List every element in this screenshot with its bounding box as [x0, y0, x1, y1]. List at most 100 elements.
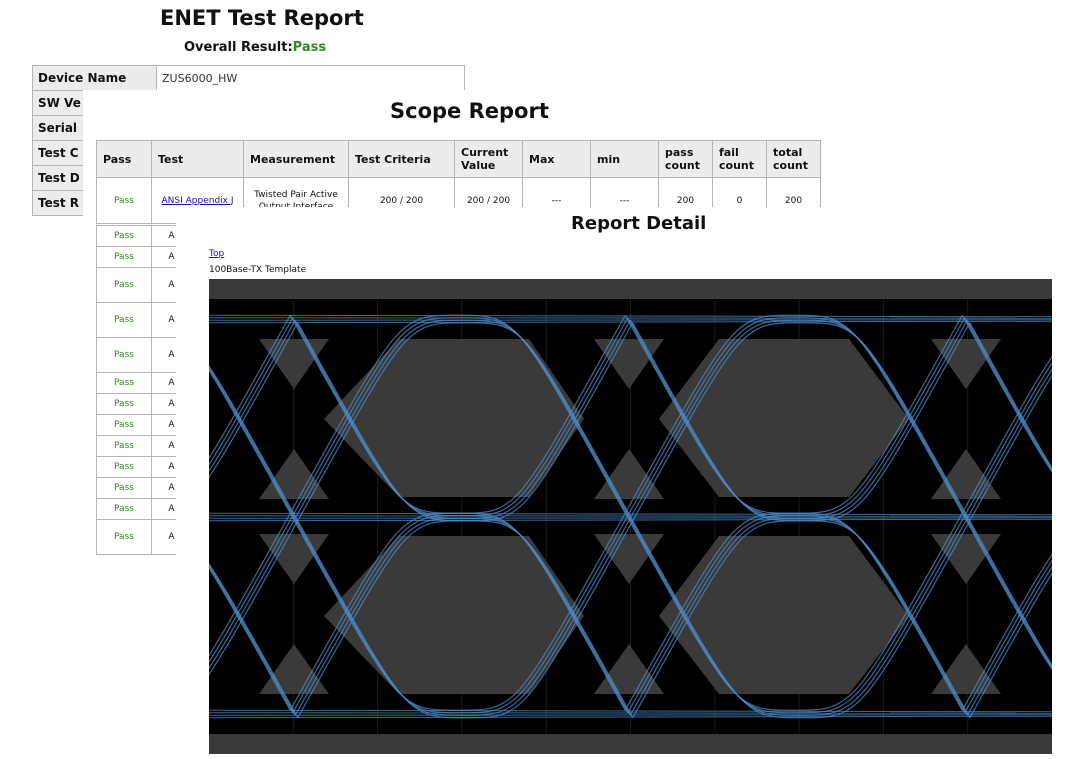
trace-line [292, 515, 629, 714]
pass-cell: Pass [96, 372, 152, 394]
trace-line [966, 566, 1052, 716]
column-header: Pass [96, 140, 152, 178]
pass-cell: Pass [96, 519, 152, 555]
trace-line [629, 517, 968, 716]
trace-line [966, 319, 1052, 471]
trace-line [966, 517, 1052, 668]
mask-hexagon [324, 339, 584, 497]
report-detail-page: Report Detail Top 100Base-TX Template [176, 207, 1080, 759]
pass-cell: Pass [96, 337, 152, 373]
trace-line [964, 559, 1052, 714]
trace-line [627, 317, 966, 517]
trace-line [294, 517, 631, 716]
trace-line [209, 366, 296, 519]
trace-line [209, 314, 1052, 318]
mask-hexagon [324, 536, 584, 694]
trace-line [969, 374, 1052, 522]
pass-cell: Pass [96, 498, 152, 520]
column-header: fail count [712, 140, 767, 178]
trace-line [209, 517, 296, 670]
pass-cell: Pass [96, 393, 152, 415]
trace-line [209, 319, 296, 473]
mask-top-band [209, 279, 1052, 299]
pass-cell: Pass [96, 177, 152, 224]
mask-hexagon [659, 339, 909, 497]
trace-line [297, 520, 634, 719]
trace-line [209, 715, 1052, 719]
trace-line [632, 520, 971, 719]
info-row: Device Name ZUS6000_HW [32, 65, 465, 91]
trace-line [969, 520, 1052, 667]
trace-line [624, 512, 963, 711]
trace-line [964, 317, 1052, 472]
mask-hexagon [659, 536, 909, 694]
trace-line [629, 319, 968, 519]
trace-line [292, 515, 629, 714]
trace-line [209, 369, 291, 514]
report-detail-title: Report Detail [571, 213, 707, 234]
trace-line [624, 512, 963, 711]
trace-line [209, 317, 1052, 319]
trace-line [209, 564, 296, 716]
trace-line [964, 361, 1052, 517]
trace-line [209, 314, 291, 460]
trace-line [292, 317, 629, 517]
trace-line [961, 553, 1052, 711]
trace-line [624, 314, 963, 514]
overall-result: Overall Result:Pass [184, 40, 326, 55]
trace-line [209, 520, 299, 676]
trace-line [209, 512, 1052, 516]
trace-line [964, 515, 1052, 669]
trace-line [632, 322, 971, 522]
trace-line [209, 317, 294, 466]
trace-line [209, 322, 299, 479]
mask-regions [209, 279, 1052, 754]
trace-line [961, 512, 1052, 670]
pass-cell: Pass [96, 456, 152, 478]
pass-cell: Pass [96, 477, 152, 499]
pass-cell: Pass [96, 435, 152, 457]
trace-line [294, 319, 631, 519]
column-header: Measurement [243, 140, 349, 178]
trace-line [969, 572, 1052, 719]
column-header: Test Criteria [348, 140, 455, 178]
trace-line [297, 322, 634, 522]
trace-line [209, 566, 291, 711]
trace-line [209, 365, 299, 522]
trace-line [209, 320, 1052, 324]
template-label: 100Base-TX Template [209, 265, 307, 275]
trace-line [969, 322, 1052, 469]
trace-line [629, 517, 968, 716]
eye-diagram-plot [209, 279, 1052, 754]
trace-line [209, 512, 291, 657]
overall-result-label: Overall Result: [184, 40, 293, 55]
trace-line [294, 517, 631, 716]
trace-line [627, 515, 966, 714]
eye-diagram [209, 279, 1052, 754]
overall-result-value: Pass [292, 40, 327, 55]
column-header: Current Value [454, 140, 523, 178]
top-link[interactable]: Top [209, 249, 225, 259]
signal-traces [209, 314, 1052, 719]
trace-line [627, 515, 966, 714]
pass-cell: Pass [96, 267, 152, 303]
column-header: total count [766, 140, 821, 178]
mask-bottom-band [209, 734, 1052, 754]
pass-cell: Pass [96, 302, 152, 338]
trace-line [966, 368, 1052, 519]
pass-cell: Pass [96, 414, 152, 436]
info-value: ZUS6000_HW [156, 65, 465, 91]
column-header: pass count [658, 140, 713, 178]
trace-line [209, 518, 1052, 522]
trace-line [209, 515, 294, 663]
trace-line [289, 314, 626, 514]
trace-line [632, 520, 971, 719]
trace-line [209, 562, 299, 719]
trace-line [297, 520, 634, 719]
info-label: Device Name [32, 65, 157, 91]
trace-line [289, 512, 626, 711]
trace-line [961, 355, 1052, 514]
column-header: Max [522, 140, 591, 178]
trace-line [961, 314, 1052, 473]
